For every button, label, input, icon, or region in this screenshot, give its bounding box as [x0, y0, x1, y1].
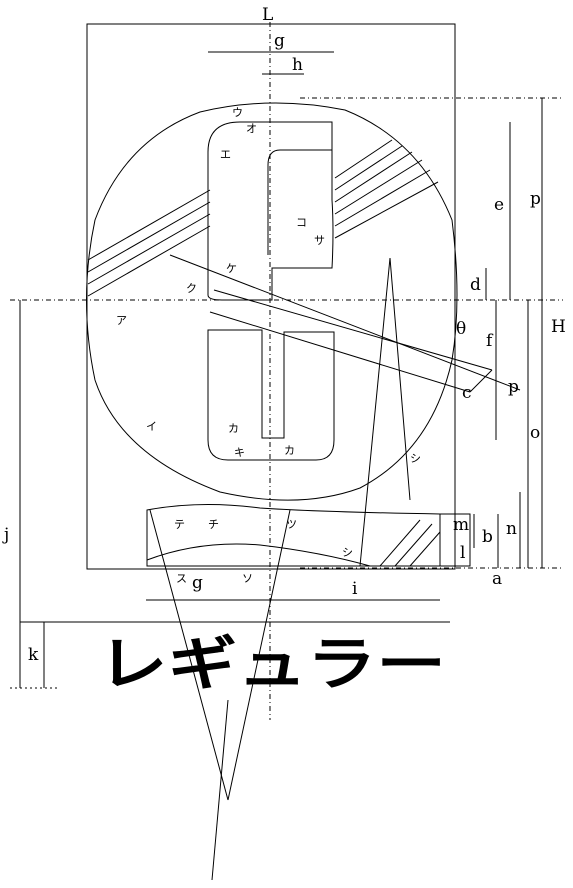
- base-slot: [439, 513, 471, 567]
- angle-label-sa: サ: [314, 234, 325, 247]
- construction-rays: [149, 257, 411, 881]
- base-block: [146, 503, 441, 567]
- dim-label-e: e: [494, 195, 504, 215]
- base-hatch: [379, 519, 441, 567]
- angle-label-ka: カ: [228, 422, 239, 435]
- dim-label-p2: p: [508, 377, 519, 397]
- angle-label-i: イ: [146, 420, 157, 433]
- angle-label-su: ス: [176, 572, 187, 585]
- dim-label-j: j: [2, 525, 9, 545]
- angle-label-ki: キ: [234, 446, 245, 459]
- angle-label-shi2: シ: [342, 546, 353, 559]
- angle-label-ke: ケ: [226, 262, 237, 275]
- lower-letter-stroke: [207, 329, 335, 461]
- dim-label-d: d: [470, 275, 481, 295]
- dim-label-H: H: [551, 317, 566, 337]
- dim-label-L: L: [262, 5, 273, 25]
- dim-label-f: f: [486, 331, 494, 351]
- angle-label-e: エ: [220, 148, 231, 161]
- dim-label-a: a: [492, 569, 502, 589]
- angle-label-a: ア: [116, 314, 127, 327]
- angle-label-chi: チ: [208, 518, 219, 531]
- angle-label-so: ソ: [242, 572, 253, 585]
- dim-label-p: p: [530, 189, 541, 209]
- hatch-left: [87, 189, 211, 297]
- angle-label-shi: シ: [410, 452, 421, 465]
- dim-label-g2: g: [192, 573, 203, 593]
- angle-label-o: オ: [246, 122, 257, 135]
- dim-label-i: i: [352, 579, 358, 599]
- disc-outline: [86, 102, 458, 501]
- outer-frame: [86, 23, 456, 570]
- angle-label-ku: ク: [186, 282, 197, 295]
- dim-label-n: n: [506, 519, 517, 539]
- dim-label-h: h: [292, 55, 303, 75]
- dimension-label-group: L g h p e d H f θ c p o j m b n l a g i …: [2, 5, 566, 665]
- dim-label-g: g: [274, 31, 285, 51]
- dim-label-c: c: [462, 383, 472, 403]
- upper-letter-stroke: [207, 121, 334, 301]
- angle-label-u: ウ: [232, 106, 243, 119]
- angle-label-te: テ: [174, 518, 185, 531]
- angle-label-tsu: ツ: [286, 518, 297, 531]
- logo-text: レギュラー: [98, 630, 446, 698]
- hatch-right: [334, 139, 439, 239]
- diagonal-bar: [169, 254, 521, 393]
- dim-label-l: l: [460, 543, 465, 563]
- dim-label-k: k: [28, 645, 39, 665]
- dimension-lines: [19, 23, 543, 688]
- base-wave: [146, 543, 371, 567]
- upper-inner-cut: [267, 149, 332, 255]
- dim-label-o: o: [530, 423, 540, 443]
- dim-label-theta: θ: [456, 319, 466, 339]
- dim-label-m: m: [453, 515, 469, 535]
- angle-label-ka2: カ: [284, 444, 295, 457]
- center-axes: [10, 22, 563, 720]
- angle-label-ko: コ: [296, 216, 307, 229]
- angle-label-group: ウ オ エ コ サ ケ ク ア イ カ キ カ シ テ チ ツ シ ス ソ: [116, 106, 421, 585]
- dim-label-b: b: [482, 527, 493, 547]
